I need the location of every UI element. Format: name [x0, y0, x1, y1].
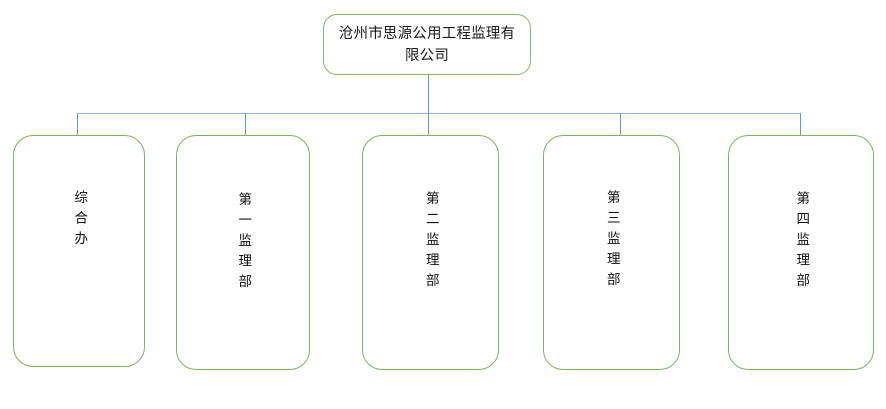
- org-node-child-3-label: 第二监理部: [422, 191, 439, 294]
- connector-root-stem: [428, 75, 429, 113]
- org-node-child-5[interactable]: 第四监理部: [728, 135, 874, 370]
- org-node-child-5-label: 第四监理部: [793, 191, 810, 294]
- org-node-child-4-label: 第三监理部: [603, 190, 620, 293]
- connector-drop-1: [77, 113, 78, 136]
- org-node-child-2-label: 第一监理部: [235, 192, 252, 295]
- org-node-root-label: 沧州市思源公用工程监理有限公司: [338, 25, 516, 64]
- connector-drop-2: [245, 113, 246, 136]
- org-node-child-4[interactable]: 第三监理部: [543, 135, 680, 370]
- connector-drop-4: [620, 113, 621, 136]
- org-node-root[interactable]: 沧州市思源公用工程监理有限公司: [323, 14, 531, 75]
- org-node-child-2[interactable]: 第一监理部: [176, 135, 310, 370]
- connector-horizontal-bus: [77, 113, 801, 114]
- connector-drop-5: [800, 113, 801, 136]
- org-node-child-1-label: 综合办: [71, 190, 88, 252]
- connector-drop-3: [428, 113, 429, 136]
- org-node-child-3[interactable]: 第二监理部: [362, 135, 499, 370]
- org-node-child-1[interactable]: 综合办: [13, 135, 145, 367]
